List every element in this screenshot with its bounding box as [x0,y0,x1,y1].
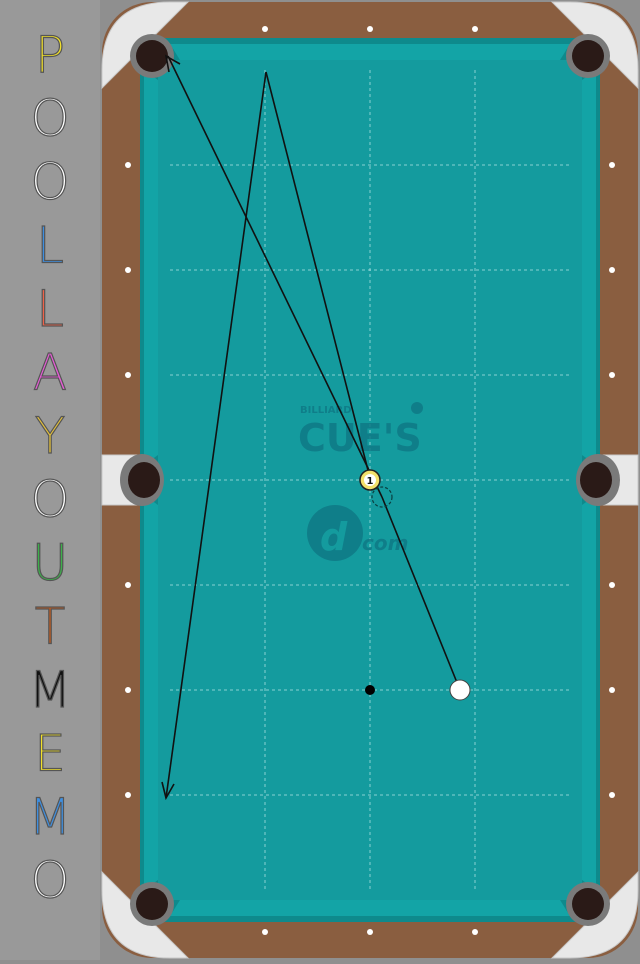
title-letter-12: M [28,788,71,846]
title-letter-10: M [28,661,71,719]
title-letter-13: O [30,852,69,910]
cushions [144,44,596,916]
title-letter-6: Y [35,407,66,465]
pockets [120,34,620,926]
object-ball-1[interactable]: 1 [359,469,381,491]
diamond [609,792,615,798]
diamond [609,372,615,378]
title-letter-8: U [32,534,69,592]
diamond [367,26,373,32]
title-letter-9: T [35,598,66,656]
diamond [125,582,131,588]
diamond [609,582,615,588]
title-letter-3: L [36,217,64,275]
logo-com-text: com [362,531,408,555]
diamond [472,929,478,935]
title-letter-0: P [35,26,65,84]
arrowhead-top-left [164,54,181,73]
shot-lines [165,55,461,799]
arrowhead-bottom-left [161,781,175,801]
pocket-middle-left [120,454,164,506]
diamond [262,26,268,32]
carom-path-1 [265,71,372,483]
pool-table[interactable]: BILLIARD CUE'S d com 1 [100,0,640,960]
diamond [125,687,131,693]
diamond [262,929,268,935]
diamond [609,687,615,693]
diamond [125,792,131,798]
title-letter-7: O [30,471,69,529]
title-letter-11: E [34,725,66,783]
carom-path-2 [165,71,267,799]
logo-small-text: BILLIARD [300,405,352,416]
rail-diamonds [125,26,615,935]
object-ball-number: 1 [367,476,374,487]
cue-ball-path [381,496,461,691]
ghost-ball [371,486,393,508]
arrowheads [161,54,181,801]
title-letter-5: A [33,344,67,402]
pocket-middle-right [576,454,620,506]
logo-icon-letter: d [320,515,348,559]
pocket-top-right [566,34,610,78]
diamond [609,267,615,273]
foot-spot-marker [365,685,375,695]
pocket-bottom-right [566,882,610,926]
diamond [125,372,131,378]
cue-ball[interactable] [449,679,471,701]
object-ball-path [167,55,383,498]
title-letter-1: O [30,90,69,148]
title-letter-4: L [36,280,64,338]
diamond [367,929,373,935]
pocket-bottom-left [130,882,174,926]
diamond [609,162,615,168]
diamond [472,26,478,32]
title-letter-2: O [30,153,69,211]
pocket-top-left [130,34,174,78]
diamond [125,267,131,273]
diamond [125,162,131,168]
